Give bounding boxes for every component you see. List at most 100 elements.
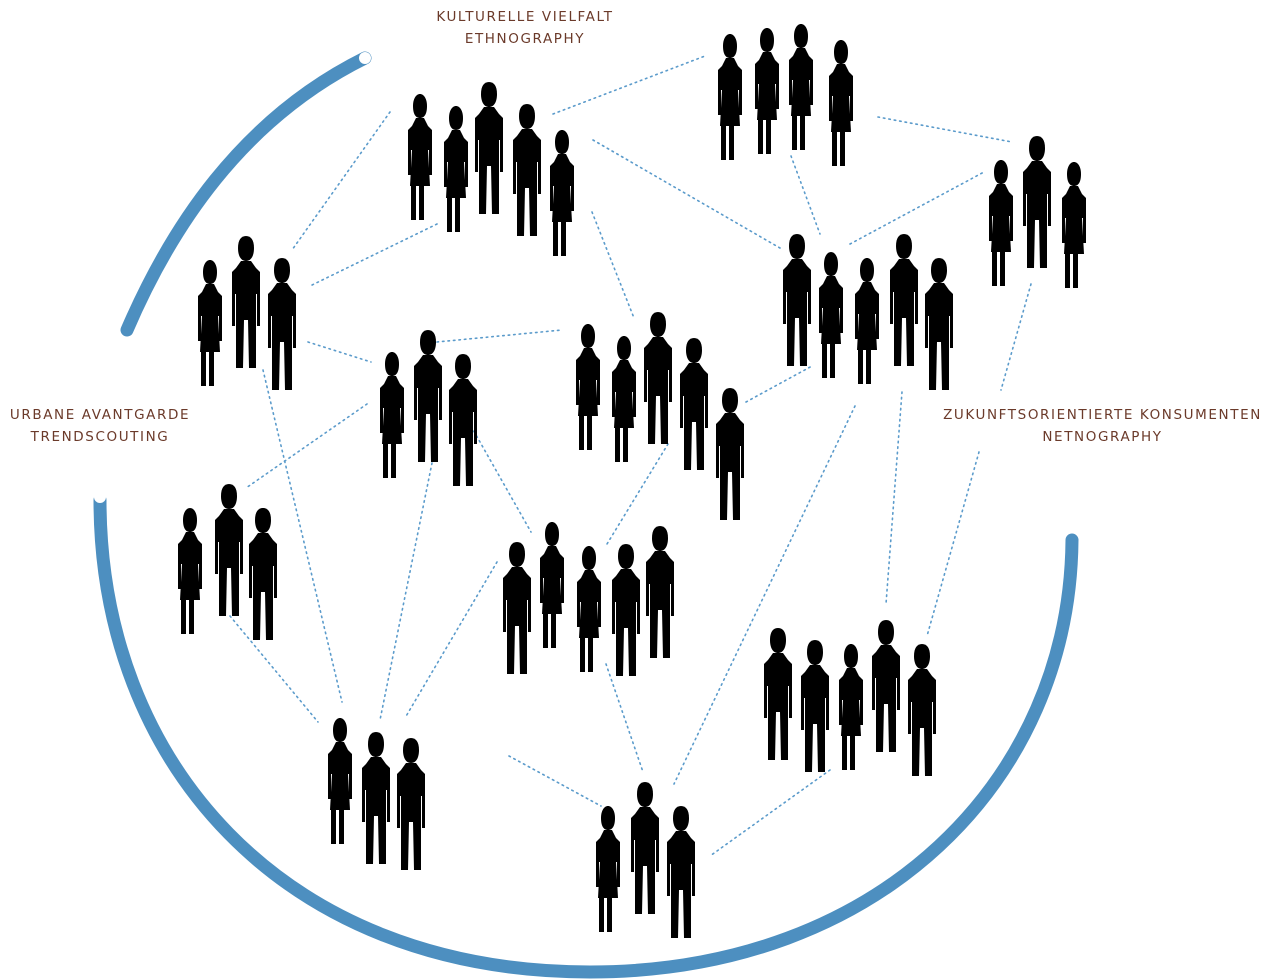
person-female-icon xyxy=(178,508,202,634)
person-male-icon xyxy=(362,732,390,864)
person-female-icon xyxy=(596,806,620,932)
person-female-icon xyxy=(328,718,352,844)
person-male-icon xyxy=(667,806,695,938)
arc-end-cap-top xyxy=(359,52,371,64)
person-female-icon xyxy=(577,546,601,672)
person-male-icon xyxy=(925,258,953,390)
person-male-icon xyxy=(890,234,918,366)
person-male-icon xyxy=(908,644,936,776)
label-top: KULTURELLE VIELFALT ETHNOGRAPHY xyxy=(380,6,670,50)
people-group-g6 xyxy=(576,312,744,520)
connection-line-5 xyxy=(591,211,635,319)
person-male-icon xyxy=(764,628,792,760)
connection-line-2 xyxy=(309,223,438,287)
person-male-icon xyxy=(503,542,531,674)
person-female-icon xyxy=(540,522,564,648)
arc-upper-left xyxy=(120,51,372,337)
people-group-g4 xyxy=(198,236,296,390)
person-male-icon xyxy=(872,620,900,752)
person-male-icon xyxy=(268,258,296,390)
label-left: URBANE AVANTGARDE TRENDSCOUTING xyxy=(0,404,200,448)
connection-line-1 xyxy=(291,111,391,251)
person-female-icon xyxy=(829,40,853,166)
person-female-icon xyxy=(718,34,742,160)
label-left-line2: TRENDSCOUTING xyxy=(30,429,170,445)
person-male-icon xyxy=(644,312,672,444)
person-female-icon xyxy=(755,28,779,154)
connection-line-11 xyxy=(436,329,563,343)
label-top-line1: KULTURELLE VIELFALT xyxy=(436,9,614,25)
label-top-line2: ETHNOGRAPHY xyxy=(464,31,586,47)
person-male-icon xyxy=(397,738,425,870)
people-groups xyxy=(178,24,1086,938)
label-left-line1: URBANE AVANTGARDE xyxy=(9,407,191,423)
connection-line-15 xyxy=(926,451,980,637)
connection-line-23 xyxy=(508,755,602,807)
connection-line-24 xyxy=(229,615,319,723)
connection-line-6 xyxy=(877,116,1013,143)
connection-line-22 xyxy=(605,663,644,773)
person-female-icon xyxy=(198,260,222,386)
person-male-icon xyxy=(631,782,659,914)
connection-line-9 xyxy=(1000,283,1032,391)
connection-line-8 xyxy=(849,171,985,245)
person-female-icon xyxy=(612,336,636,462)
person-male-icon xyxy=(801,640,829,772)
connection-line-19 xyxy=(462,411,532,533)
people-group-g10 xyxy=(596,782,695,938)
people-group-g1 xyxy=(408,82,574,256)
connection-line-4 xyxy=(592,139,781,249)
person-female-icon xyxy=(839,644,863,770)
person-male-icon xyxy=(215,484,243,616)
person-female-icon xyxy=(789,24,813,150)
connection-line-18 xyxy=(379,462,433,721)
person-female-icon xyxy=(989,160,1013,286)
connection-line-25 xyxy=(709,769,831,857)
person-female-icon xyxy=(550,130,574,256)
person-female-icon xyxy=(380,352,404,478)
people-group-g12 xyxy=(328,718,425,870)
person-male-icon xyxy=(612,544,640,676)
person-male-icon xyxy=(414,330,442,462)
people-group-g8 xyxy=(178,484,277,640)
people-group-g2 xyxy=(718,24,853,166)
people-group-g3 xyxy=(989,136,1086,288)
person-male-icon xyxy=(646,526,674,658)
connection-line-17 xyxy=(245,403,368,489)
person-male-icon xyxy=(783,234,811,366)
person-male-icon xyxy=(1023,136,1051,268)
outer-arcs xyxy=(93,51,1079,979)
connection-line-13 xyxy=(673,405,856,785)
person-male-icon xyxy=(232,236,260,368)
arc-bottom xyxy=(93,493,1079,979)
connection-line-12 xyxy=(745,365,813,403)
person-female-icon xyxy=(819,252,843,378)
person-male-icon xyxy=(449,354,477,486)
arc-end-cap-left xyxy=(94,491,106,503)
connection-line-7 xyxy=(790,155,821,235)
connection-line-14 xyxy=(885,391,903,605)
people-group-g11 xyxy=(764,620,936,776)
label-right-line2: NETNOGRAPHY xyxy=(1042,429,1163,445)
person-female-icon xyxy=(1062,162,1086,288)
connection-lines xyxy=(229,55,1032,857)
person-male-icon xyxy=(716,388,744,520)
connection-line-21 xyxy=(404,561,498,719)
person-male-icon xyxy=(249,508,277,640)
person-female-icon xyxy=(444,106,468,232)
people-group-g9 xyxy=(503,522,674,676)
label-right-line1: ZUKUNFTSORIENTIERTE KONSUMENTEN xyxy=(943,407,1262,423)
person-female-icon xyxy=(408,94,432,220)
people-group-g7 xyxy=(380,330,477,486)
person-male-icon xyxy=(513,104,541,236)
connection-line-16 xyxy=(262,369,343,703)
person-female-icon xyxy=(576,324,600,450)
person-male-icon xyxy=(680,338,708,470)
person-female-icon xyxy=(855,258,879,384)
connection-line-10 xyxy=(307,341,372,363)
people-group-g5 xyxy=(783,234,953,390)
label-right: ZUKUNFTSORIENTIERTE KONSUMENTEN NETNOGRA… xyxy=(930,404,1275,448)
connection-line-3 xyxy=(552,55,706,115)
